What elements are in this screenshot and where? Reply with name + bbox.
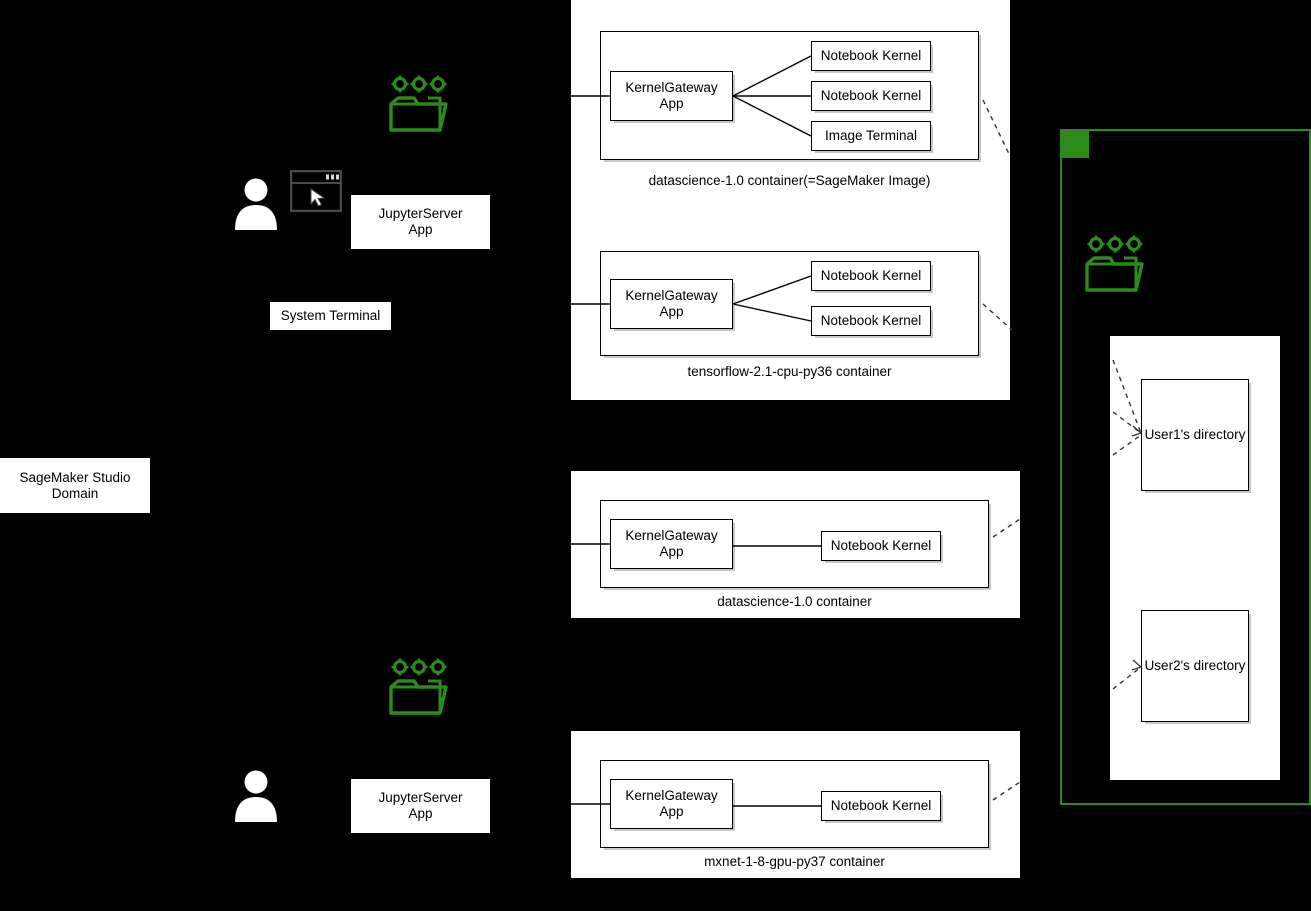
- system-terminal-box-user1: System Terminal: [270, 302, 391, 330]
- jupyterserver-app-box-user2: JupyterServer App: [351, 779, 490, 833]
- notebook-kernel-label: Notebook Kernel: [820, 48, 922, 64]
- efs-folder-gears-icon-user1: [389, 75, 448, 132]
- person-icon-user1: [235, 178, 277, 230]
- caption-text: datascience-1.0 container(=SageMaker Ima…: [648, 173, 931, 188]
- notebook-kernel-label: Notebook Kernel: [820, 313, 922, 329]
- kernelgateway-label-line1: KernelGateway: [625, 80, 718, 96]
- notebook-kernel-label: Notebook Kernel: [820, 268, 922, 284]
- user1-directory-label: User1's directory: [1144, 427, 1246, 443]
- kernelgateway-label-line1: KernelGateway: [625, 528, 718, 544]
- image-terminal-box: Image Terminal: [811, 121, 931, 151]
- container-caption-tensorflow: tensorflow-2.1-cpu-py36 container: [600, 364, 979, 379]
- efs-folder-gears-icon-storage: [1085, 235, 1144, 292]
- caption-text: tensorflow-2.1-cpu-py36 container: [687, 364, 892, 379]
- notebook-kernel-label: Notebook Kernel: [830, 538, 932, 554]
- system-terminal-label: System Terminal: [280, 308, 381, 324]
- sagemaker-studio-domain-label: SageMaker Studio Domain: [19, 469, 131, 501]
- image-terminal-label: Image Terminal: [824, 128, 918, 144]
- kernelgateway-label-line2: App: [659, 544, 684, 559]
- caption-text: datascience-1.0 container: [717, 594, 872, 609]
- sagemaker-studio-domain-box: SageMaker Studio Domain: [0, 458, 150, 513]
- caption-text: mxnet-1-8-gpu-py37 container: [704, 854, 885, 869]
- kernelgateway-label-line2: App: [659, 804, 684, 819]
- notebook-kernel-box: Notebook Kernel: [821, 531, 941, 561]
- browser-window-icon-user1: [290, 170, 342, 212]
- notebook-kernel-box: Notebook Kernel: [811, 261, 931, 291]
- user1-directory-box: User1's directory: [1141, 379, 1249, 491]
- jupyterserver-app-label-line1: JupyterServer: [378, 206, 463, 222]
- notebook-kernel-box: Notebook Kernel: [811, 41, 931, 71]
- container-caption-datascience-mid: datascience-1.0 container: [600, 594, 989, 609]
- user2-directory-box: User2's directory: [1141, 610, 1249, 722]
- container-caption-datascience-top: datascience-1.0 container(=SageMaker Ima…: [600, 173, 979, 188]
- notebook-kernel-box: Notebook Kernel: [811, 306, 931, 336]
- jupyterserver-app-label-line1: JupyterServer: [378, 790, 463, 806]
- kernelgateway-app-box-mxnet: KernelGateway App: [610, 779, 733, 829]
- notebook-kernel-box: Notebook Kernel: [811, 81, 931, 111]
- jupyterserver-app-label-line2: App: [408, 222, 433, 237]
- user2-directory-label: User2's directory: [1144, 658, 1246, 674]
- notebook-kernel-label: Notebook Kernel: [830, 798, 932, 814]
- efs-storage-region: [1060, 129, 1311, 805]
- kernelgateway-app-box-datascience-mid: KernelGateway App: [610, 519, 733, 569]
- kernelgateway-label-line1: KernelGateway: [625, 788, 718, 804]
- jupyterserver-app-label-line2: App: [408, 806, 433, 821]
- kernelgateway-app-box-tensorflow: KernelGateway App: [610, 279, 733, 329]
- kernelgateway-label-line2: App: [659, 96, 684, 111]
- kernelgateway-app-box-datascience-top: KernelGateway App: [610, 71, 733, 121]
- kernelgateway-label-line1: KernelGateway: [625, 288, 718, 304]
- notebook-kernel-box: Notebook Kernel: [821, 791, 941, 821]
- jupyterserver-app-box-user1: JupyterServer App: [351, 195, 490, 249]
- kernelgateway-label-line2: App: [659, 304, 684, 319]
- efs-storage-region-tab: [1060, 129, 1089, 158]
- person-icon-user2: [235, 770, 277, 822]
- notebook-kernel-label: Notebook Kernel: [820, 88, 922, 104]
- efs-folder-gears-icon-user2: [389, 658, 448, 715]
- container-caption-mxnet: mxnet-1-8-gpu-py37 container: [600, 854, 989, 869]
